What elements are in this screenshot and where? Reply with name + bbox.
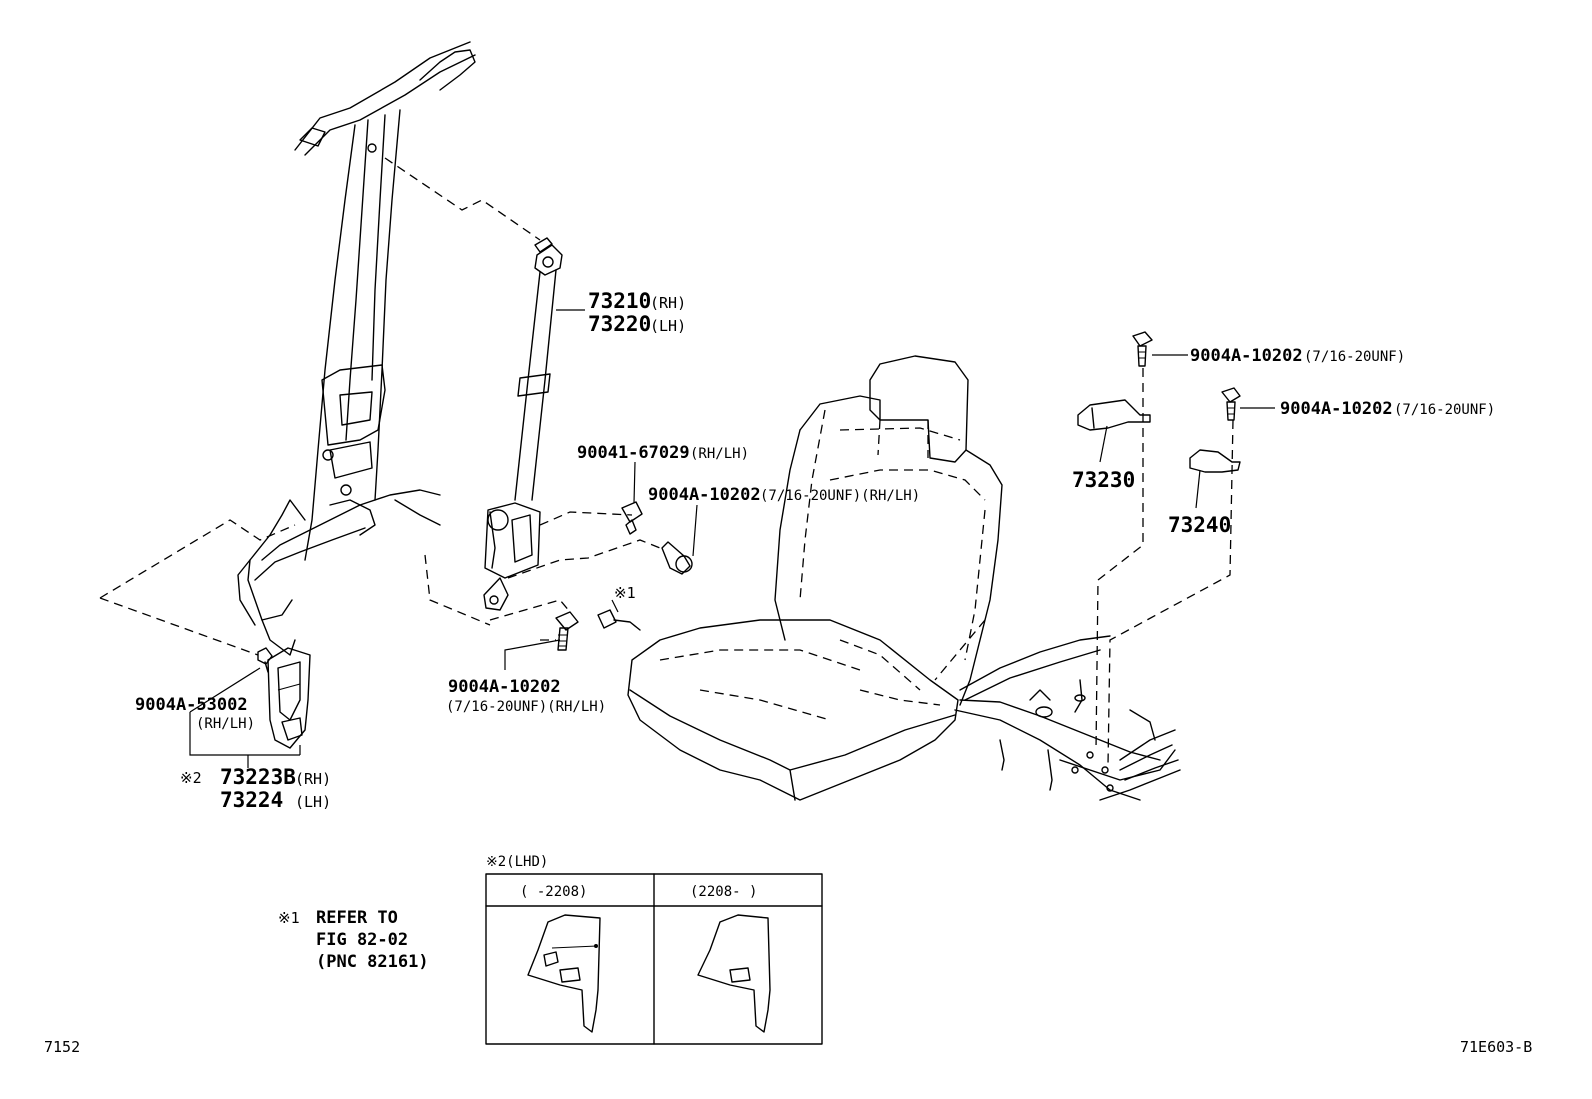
buckle-73230 [1077, 399, 1151, 431]
label-clip-side: (RH/LH) [196, 716, 255, 732]
label-note2-mark: ※2 [180, 769, 202, 787]
inset-col1-header: ( -2208) [520, 884, 587, 900]
buckle-73240 [1189, 449, 1241, 473]
label-bolt-lower[interactable]: 9004A-10202 [448, 677, 561, 697]
cover-variant-late [697, 914, 771, 1033]
note1-line2[interactable]: FIG 82-02 [316, 930, 408, 950]
screw-90041-67029 [621, 501, 643, 535]
label-clip-9004a-53002[interactable]: 9004A-53002 [135, 695, 248, 715]
inset-title: ※2(LHD) [486, 854, 548, 870]
seat-belt-assembly [483, 237, 563, 611]
install-guide-lines [99, 157, 1234, 766]
label-73210[interactable]: 73210 [588, 289, 651, 313]
label-buckle-bolt-2[interactable]: 9004A-10202 [1280, 399, 1393, 419]
connector-ref-1 [597, 609, 641, 631]
label-bolt-lower-spec: (7/16-20UNF)(RH/LH) [446, 699, 606, 715]
label-73220[interactable]: 73220 [588, 312, 651, 336]
footer-right-code: 71E603-B [1460, 1038, 1532, 1056]
buckle-bolt-2 [1221, 387, 1241, 421]
label-73223b-side: (RH) [295, 770, 331, 788]
pillar-lower-cover [257, 647, 311, 749]
note1-line3: (PNC 82161) [316, 952, 429, 972]
label-buckle-bolt-1[interactable]: 9004A-10202 [1190, 346, 1303, 366]
label-buckle-bolt-2-spec: (7/16-20UNF) [1394, 402, 1495, 418]
label-bolt-upper-spec: (7/16-20UNF)(RH/LH) [760, 488, 920, 504]
footer-left-code: 7152 [44, 1038, 80, 1056]
buckle-bolt-1 [1132, 331, 1153, 367]
label-ref-mark-1: ※1 [614, 584, 636, 602]
label-73210-side: (RH) [650, 294, 686, 312]
leader-lines [189, 309, 1275, 768]
label-90041-side: (RH/LH) [690, 446, 749, 462]
note-refer-to: ※1 REFER TO FIG 82-02 (PNC 82161) [278, 908, 429, 972]
bolt-lower-floor [555, 611, 579, 651]
label-73224-side: (LH) [295, 793, 331, 811]
label-90041-67029[interactable]: 90041-67029 [577, 443, 690, 463]
inset-lhd-variants: ※2(LHD) ( -2208) (2208- ) [485, 854, 823, 1045]
label-73223b[interactable]: 73223B [220, 765, 296, 789]
inset-col2-header: (2208- ) [690, 884, 757, 900]
b-pillar-structure [237, 41, 476, 656]
label-buckle-bolt-1-spec: (7/16-20UNF) [1304, 349, 1405, 365]
label-73224[interactable]: 73224 [220, 788, 283, 812]
part-labels: 73210 (RH) 73220 (LH) 90041-67029 (RH/LH… [135, 289, 1495, 812]
label-bolt-upper[interactable]: 9004A-10202 [648, 485, 761, 505]
seat-outline [627, 355, 1003, 801]
label-73220-side: (LH) [650, 317, 686, 335]
cover-variant-early [527, 914, 601, 1033]
label-73240[interactable]: 73240 [1168, 513, 1231, 537]
bolt-upper-near-retractor [661, 541, 693, 575]
note1-mark: ※1 [278, 909, 300, 927]
label-73230[interactable]: 73230 [1072, 468, 1135, 492]
note1-line1: REFER TO [316, 908, 398, 928]
floor-panel [954, 635, 1181, 801]
